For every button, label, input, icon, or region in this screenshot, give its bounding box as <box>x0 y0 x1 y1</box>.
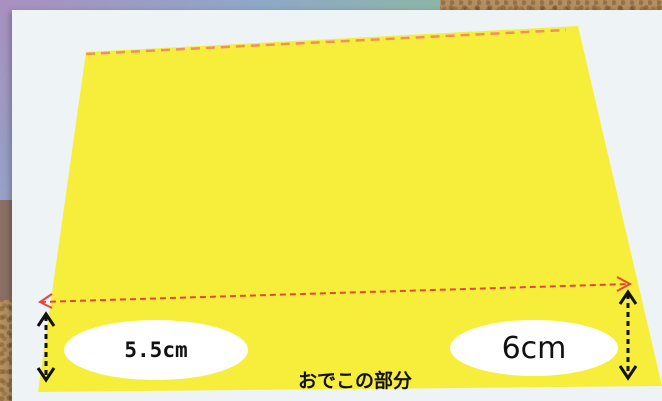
right-measure-label: 6cm <box>501 330 567 366</box>
left-down-arrow-icon <box>36 367 56 383</box>
left-up-arrow-icon <box>36 311 56 327</box>
left-measure-oval: 5.5cm <box>64 320 248 380</box>
right-arrowhead-icon <box>616 276 633 292</box>
right-down-arrow-icon <box>618 365 638 381</box>
top-fold-line <box>85 28 567 56</box>
right-measure-oval: 6cm <box>450 320 618 376</box>
left-measure-label: 5.5cm <box>124 338 188 362</box>
forehead-caption: おでこの部分 <box>298 370 413 392</box>
width-measure-line <box>39 283 631 303</box>
yellow-paper <box>38 26 662 392</box>
right-up-arrow-icon <box>618 289 638 305</box>
left-arrowhead-icon <box>38 293 53 309</box>
